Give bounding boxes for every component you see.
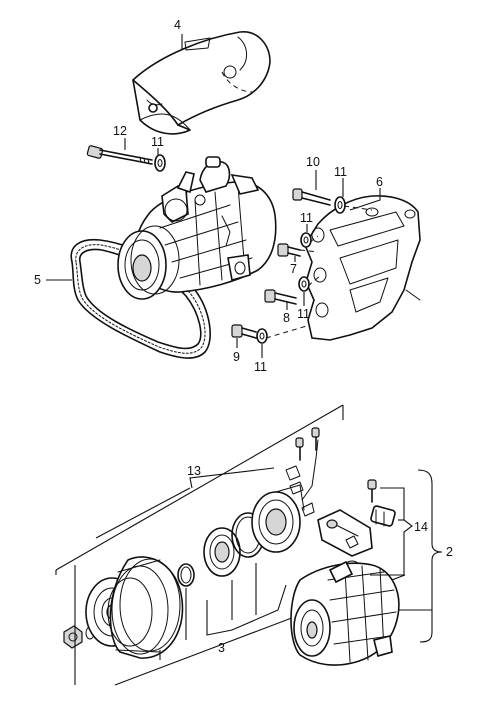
washer-upper-left — [154, 154, 166, 172]
compressor-lower — [290, 560, 400, 666]
callout-label: 5 — [34, 273, 41, 287]
snap-ring-small — [177, 563, 195, 587]
part-3-leaders — [74, 563, 287, 685]
drive-belt — [70, 238, 211, 359]
bolt-7 — [277, 243, 301, 257]
relief-valve — [370, 505, 396, 527]
washer-9 — [256, 328, 268, 344]
heat-shield — [131, 31, 271, 135]
rotor-bearing — [203, 527, 241, 577]
small-screw — [367, 479, 377, 503]
callout-label: 12 — [113, 124, 127, 138]
callout-label: 8 — [283, 311, 290, 325]
bolt-9 — [231, 324, 257, 339]
washer-10 — [334, 196, 346, 214]
coil-wire-and-screws — [285, 427, 320, 517]
callout-label: 9 — [233, 350, 240, 364]
assembly-dash-lines — [265, 205, 373, 339]
washer-8 — [298, 276, 310, 292]
long-bolt — [86, 145, 153, 165]
pressure-switch — [317, 509, 373, 557]
bolt-10 — [292, 188, 331, 206]
field-coil — [251, 484, 305, 553]
callout-label: 6 — [376, 175, 383, 189]
callout-label: 11 — [297, 307, 310, 321]
callout-label: 11 — [254, 360, 267, 374]
callout-label: 13 — [187, 464, 201, 478]
callout-label: 14 — [414, 520, 428, 534]
bracket-14 — [370, 487, 413, 576]
bolt-8 — [264, 289, 297, 305]
leader-lines-upper — [46, 34, 381, 358]
bracket-2 — [398, 469, 443, 643]
callout-label: 11 — [151, 135, 164, 149]
callout-label: 11 — [334, 165, 347, 179]
callout-label: 3 — [218, 641, 225, 655]
pulley — [107, 556, 184, 659]
washer-7 — [300, 232, 312, 248]
callout-label: 2 — [446, 545, 453, 559]
clutch-nut — [63, 625, 95, 649]
callout-label: 7 — [290, 262, 297, 276]
callout-labels: 4 12 11 10 11 6 5 11 7 11 8 9 11 13 14 2… — [34, 18, 453, 655]
callout-label: 11 — [300, 211, 313, 225]
compressor-upper — [117, 156, 277, 300]
callout-label: 10 — [306, 155, 320, 169]
callout-label: 4 — [174, 18, 181, 32]
mounting-bracket — [304, 195, 421, 341]
